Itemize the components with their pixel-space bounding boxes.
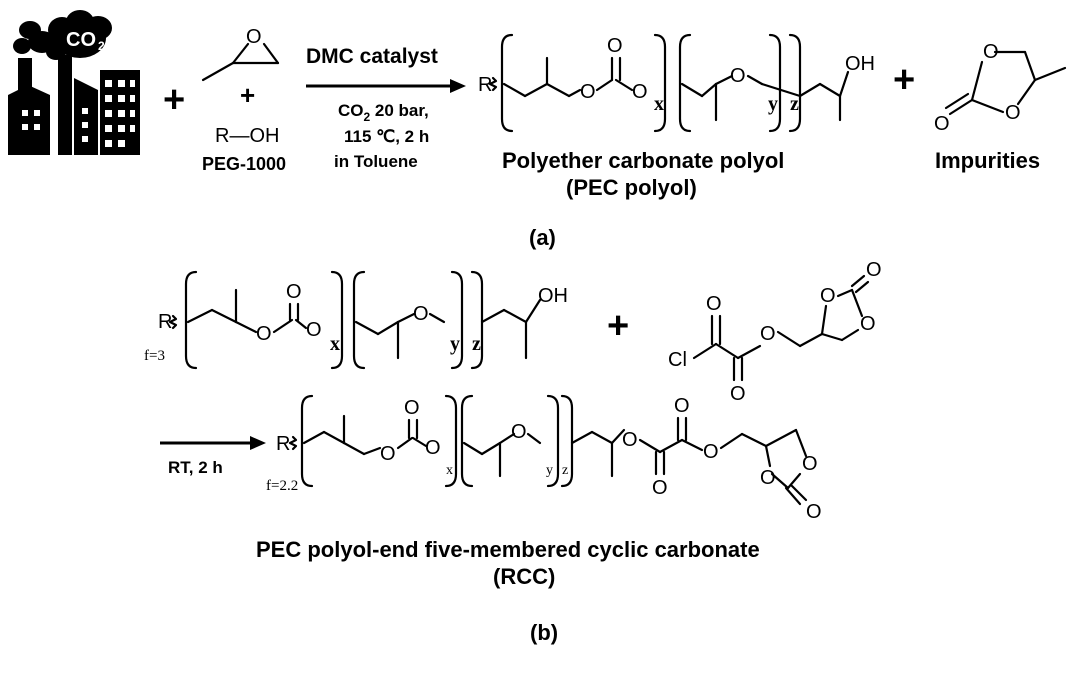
svg-text:R: R [158,311,172,333]
svg-text:O: O [580,81,596,103]
functionality-label: f=3 [144,348,165,364]
svg-text:O: O [983,41,999,63]
rcc-product-structure: R f=2.2 O O O x O y z O O [266,394,822,523]
byproduct-label: Impurities [935,148,1040,173]
pec-polyol-structure: R O O O x O y z OH [478,33,875,133]
initiator-formula: R—OH [215,125,279,147]
svg-text:R: R [276,433,290,455]
svg-text:y: y [450,333,460,355]
svg-text:O: O [607,35,623,57]
rcc-product-abbreviation: (RCC) [493,564,555,589]
condition-solvent: in Toluene [334,152,418,171]
factory-icon [8,21,140,155]
svg-text:O: O [706,293,722,315]
svg-text:O: O [632,81,648,103]
svg-text:O: O [652,477,668,499]
pec-polyol-reactant-structure: R f=3 O O O x O y z OH [144,270,568,370]
rcc-product-name: PEC polyol-end five-membered cyclic carb… [256,537,760,562]
svg-text:OH: OH [538,285,568,307]
svg-text:O: O [674,395,690,417]
svg-text:O: O [934,113,950,135]
co2-label: CO [66,29,96,51]
plus-sign: + [240,80,255,110]
svg-text:z: z [562,463,568,478]
svg-text:O: O [806,501,822,523]
panel-label-b: (b) [530,620,558,645]
svg-text:O: O [256,323,272,345]
svg-text:O: O [730,65,746,87]
svg-text:O: O [866,259,882,281]
plus-sign: + [607,305,629,347]
svg-text:O: O [404,397,420,419]
svg-text:x: x [654,93,664,115]
arrow-icon [160,436,266,450]
svg-text:y: y [546,463,553,478]
svg-text:OH: OH [845,53,875,75]
svg-text:R: R [478,74,492,96]
svg-text:O: O [306,319,322,341]
svg-text:z: z [790,93,799,115]
svg-text:x: x [446,463,453,478]
svg-text:O: O [860,313,876,335]
condition-rt: RT, 2 h [168,458,223,477]
chlorine-atom: Cl [668,349,687,371]
product-abbreviation: (PEC polyol) [566,175,697,200]
svg-text:O: O [730,383,746,405]
svg-text:O: O [1005,102,1021,124]
reagent-structure: Cl O O O O O O [668,259,882,405]
functionality-label: f=2.2 [266,478,298,494]
svg-text:O: O [622,429,638,451]
catalyst-label: DMC catalyst [306,45,438,68]
epoxide-structure: O [201,26,280,82]
svg-text:O: O [760,323,776,345]
plus-sign: + [893,59,915,101]
plus-sign: + [163,79,185,121]
svg-text:y: y [768,93,778,115]
svg-text:O: O [703,441,719,463]
co2-cloud-icon: CO 2 [48,10,112,58]
initiator-name: PEG-1000 [202,154,286,174]
co2-subscript: 2 [98,39,105,53]
svg-text:O: O [802,453,818,475]
condition-pressure: CO2 20 bar, [338,101,429,124]
svg-text:O: O [820,285,836,307]
atom-label: O [246,26,262,48]
cyclic-carbonate-structure: O O O [934,41,1067,135]
svg-text:O: O [286,281,302,303]
svg-text:x: x [330,333,340,355]
svg-text:z: z [472,333,481,355]
svg-text:O: O [511,421,527,443]
condition-temperature: 115 ℃, 2 h [344,127,429,146]
arrow-icon [306,79,466,93]
product-name: Polyether carbonate polyol [502,148,784,173]
panel-label-a: (a) [529,225,556,250]
svg-text:O: O [380,443,396,465]
svg-text:O: O [413,303,429,325]
svg-text:O: O [425,437,441,459]
svg-text:O: O [760,467,776,489]
